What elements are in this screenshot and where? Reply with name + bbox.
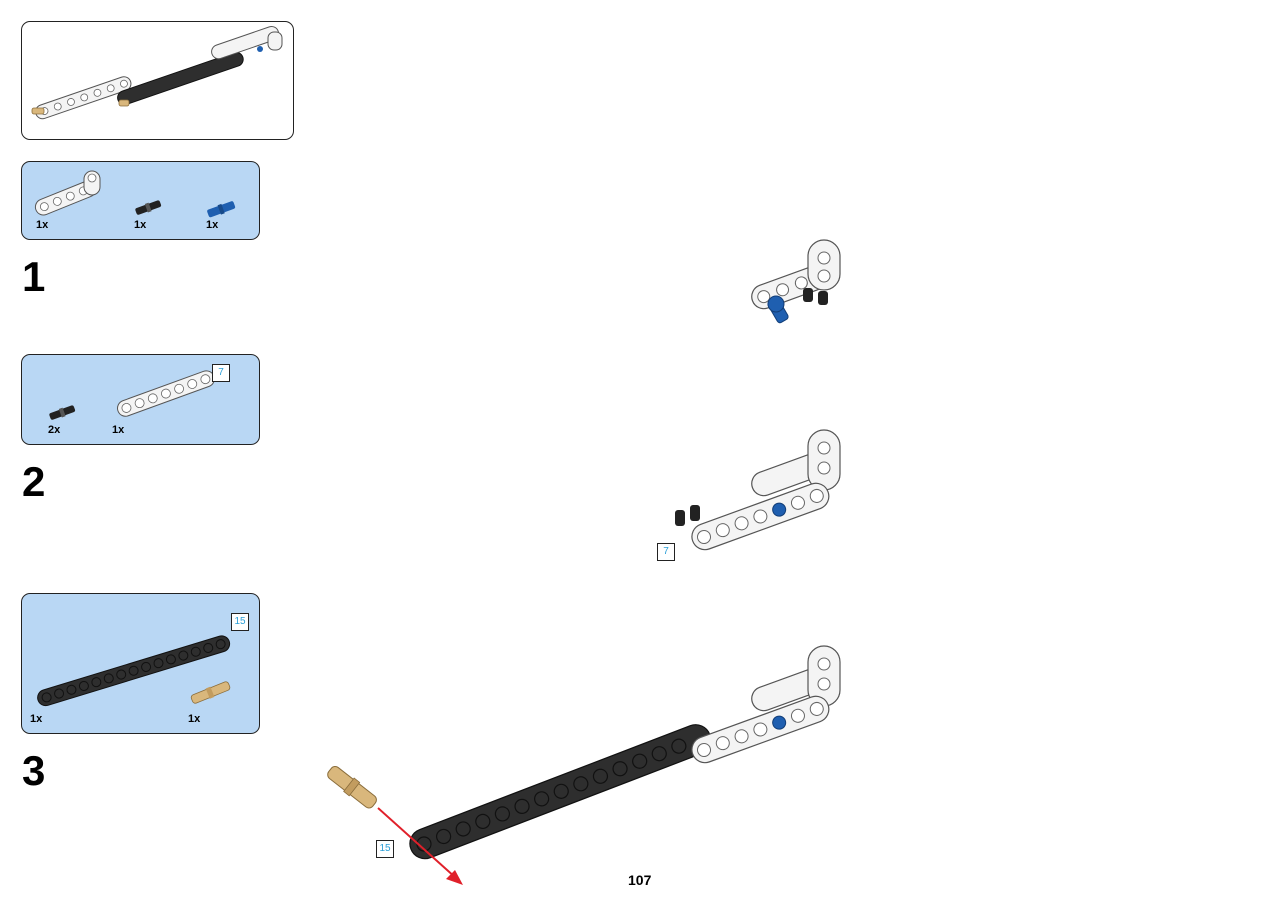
angled-beam-part bbox=[34, 170, 101, 216]
black-friction-pin-part bbox=[135, 200, 162, 215]
black-beam-15-part bbox=[37, 635, 231, 707]
step-3-callout-length-15: 15 bbox=[376, 840, 394, 858]
step-2-qty-black-pin: 2x bbox=[48, 424, 61, 436]
blue-axle-pin-part bbox=[207, 201, 236, 218]
step-2-number: 2 bbox=[22, 458, 46, 505]
step-3-parts-panel: 15 1x 1x bbox=[21, 593, 260, 734]
black-friction-pin-part bbox=[49, 405, 76, 420]
overview-model-illustration bbox=[31, 25, 283, 120]
step-3-qty-black-beam: 1x bbox=[30, 713, 43, 725]
step-1-qty-angled-beam: 1x bbox=[36, 219, 49, 231]
length-indicator-7: 7 bbox=[212, 364, 230, 382]
step-2-qty-white-beam: 1x bbox=[112, 424, 125, 436]
step-1-qty-blue-pin: 1x bbox=[206, 219, 219, 231]
white-beam-7-part bbox=[117, 370, 215, 417]
insertion-arrow bbox=[377, 807, 457, 879]
step-1-number: 1 bbox=[22, 253, 46, 300]
step-1-qty-black-pin: 1x bbox=[134, 219, 147, 231]
page-number: 107 bbox=[628, 872, 652, 888]
step-3-qty-tan-pin: 1x bbox=[188, 713, 201, 725]
step-2-callout-length-7: 7 bbox=[657, 543, 675, 561]
step-2-parts-panel: 7 2x 1x bbox=[21, 354, 260, 445]
insertion-arrow-head bbox=[446, 870, 463, 885]
step-1-parts-panel: 1x 1x 1x bbox=[21, 161, 260, 240]
length-indicator-15: 15 bbox=[231, 613, 249, 631]
overview-panel bbox=[21, 21, 294, 140]
step-3-number: 3 bbox=[22, 747, 46, 794]
tan-pin-part bbox=[190, 681, 231, 704]
